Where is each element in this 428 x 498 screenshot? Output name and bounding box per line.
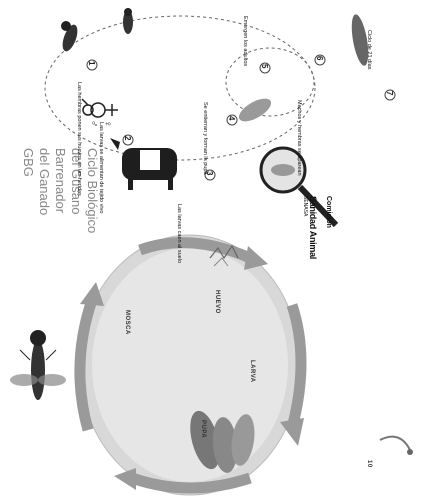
note-7: Ciclo de 21 días <box>366 30 373 90</box>
fly-icon <box>10 330 66 400</box>
stage-number-7: 7 <box>385 91 394 95</box>
stage-number-2: 2 <box>123 136 132 140</box>
adult-flies-icon <box>60 8 133 53</box>
stage-number-1: 1 <box>87 61 96 65</box>
cattle-icon <box>110 138 177 190</box>
note-3: Las larvas caen al suelo <box>176 204 183 264</box>
female-symbol: ♀ <box>104 120 111 128</box>
stage-number-5: 5 <box>260 64 269 68</box>
pupa-icon <box>380 437 413 455</box>
title-line-3: Barrenador <box>53 148 68 213</box>
note-5: Emergen los adultos <box>242 16 249 76</box>
logo-line-3: SENASA <box>302 196 308 216</box>
logo-line-1: Comisión <box>325 196 332 228</box>
title-line-5: GBG <box>21 148 36 177</box>
note-6: Machos y hembras se aparean <box>296 100 303 150</box>
note-1: Las hembras ponen sus huevos en las heri… <box>76 82 83 142</box>
cycle-label-bottom-right: 10 <box>366 460 372 468</box>
larva-stage-icon <box>235 13 371 126</box>
note-4: Se entierran y forman la pupa <box>202 102 209 152</box>
stage-number-4: 4 <box>227 116 236 120</box>
cycle-label-top: HUEVO <box>214 290 220 314</box>
cycle-label-left: MOSCA <box>124 310 130 335</box>
male-symbol: ♂ <box>90 120 97 128</box>
gender-symbols <box>82 99 118 117</box>
title-line-4: del Ganado <box>37 148 52 215</box>
detail-cycle-path <box>45 16 315 160</box>
note-2: Las larvas se alimentan de tejido vivo <box>98 122 105 182</box>
cycle-label-bottom-left: PUPA <box>200 420 206 438</box>
logo-line-2: Sanidad Animal <box>308 196 318 259</box>
stage-number-6: 6 <box>315 56 324 60</box>
cycle-label-center: LARVA <box>249 360 255 383</box>
